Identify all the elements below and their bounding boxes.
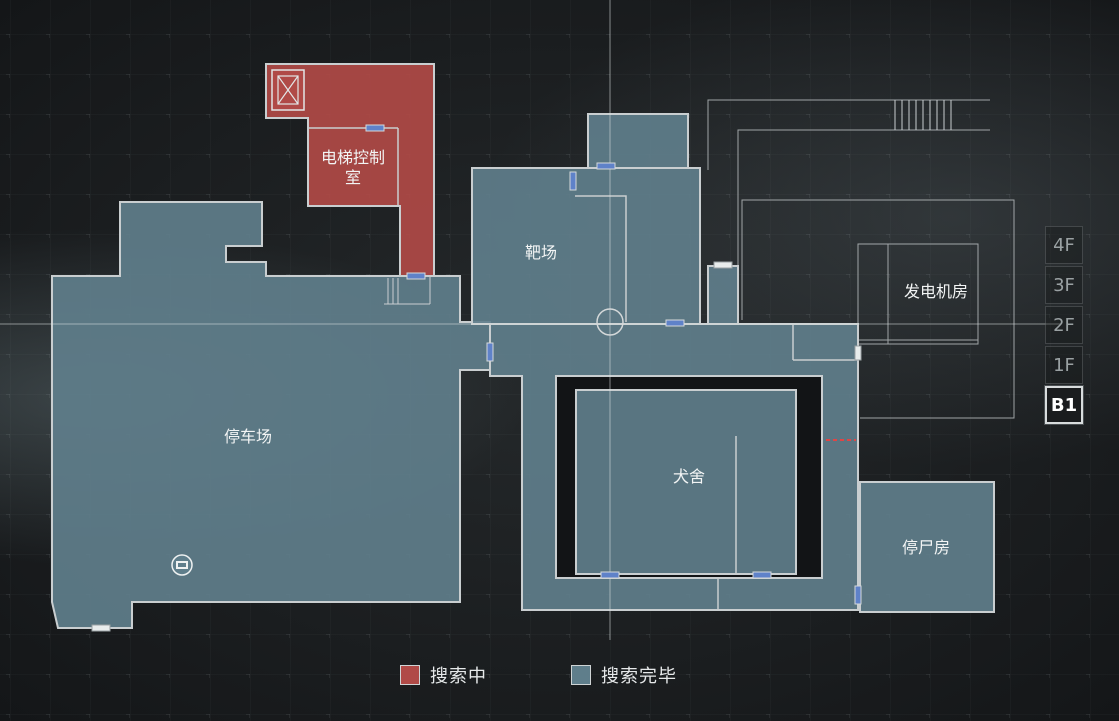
door (854, 585, 862, 605)
room-range-top[interactable] (587, 113, 689, 169)
door (91, 624, 111, 632)
legend-searched: 搜索完毕 (571, 662, 677, 688)
room-morgue[interactable] (859, 481, 995, 613)
legend-searching: 搜索中 (400, 662, 487, 688)
legend-searching-label: 搜索中 (430, 666, 487, 687)
label-generator-room: 发电机房 (904, 282, 968, 301)
label-elevator-control: 电梯控制 (321, 148, 385, 167)
floor-3f-button[interactable]: 3F (1045, 266, 1083, 304)
white-doors (91, 261, 862, 632)
door (569, 171, 577, 191)
elevator-box-icon (271, 69, 305, 111)
label-shooting-range: 靶场 (525, 243, 557, 262)
door (752, 571, 772, 579)
door (365, 124, 385, 132)
floor-b1-button[interactable]: B1 (1045, 386, 1083, 424)
legend-searching-swatch (400, 665, 420, 685)
map-legend: 搜索中 搜索完毕 (400, 662, 761, 688)
door (596, 162, 616, 170)
typewriter-save-icon[interactable] (171, 554, 193, 576)
unexplored-outlines (707, 99, 1015, 419)
legend-searched-label: 搜索完毕 (601, 666, 677, 687)
label-kennel: 犬舍 (673, 467, 705, 486)
floor-4f-button[interactable]: 4F (1045, 226, 1083, 264)
room-kennel[interactable] (575, 389, 797, 575)
label-parking: 停车场 (224, 427, 272, 446)
legend-searched-swatch (571, 665, 591, 685)
label-elevator-control-2: 室 (345, 168, 361, 187)
door (854, 345, 862, 361)
label-morgue: 停尸房 (902, 538, 950, 557)
floor-2f-button[interactable]: 2F (1045, 306, 1083, 344)
stairs-parking (384, 276, 431, 305)
door (600, 571, 620, 579)
door (713, 261, 733, 269)
room-corridor-small[interactable] (707, 265, 739, 325)
doors (365, 124, 862, 605)
room-elevator-control[interactable] (265, 63, 435, 277)
floor-1f-button[interactable]: 1F (1045, 346, 1083, 384)
room-shooting-range[interactable] (471, 167, 701, 325)
door (486, 342, 494, 362)
map-crosshair (0, 0, 1060, 640)
door (665, 319, 685, 327)
door (406, 272, 426, 280)
stairs-top-right (894, 100, 952, 130)
floor-selector: 4F 3F 2F 1F B1 (1045, 226, 1085, 426)
